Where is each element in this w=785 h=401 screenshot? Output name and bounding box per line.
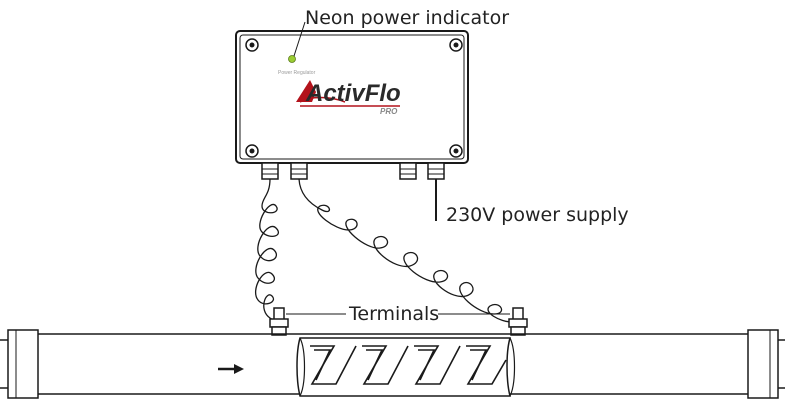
box-caption: Power Regulator — [278, 70, 316, 76]
screw-icon — [449, 144, 463, 158]
label-power-supply: 230V power supply — [446, 204, 629, 226]
screw-icon — [245, 144, 259, 158]
label-neon-indicator: Neon power indicator — [305, 7, 509, 29]
cable-gland-icon — [399, 162, 417, 180]
brand-sub: PRO — [380, 107, 398, 116]
cable-gland-icon — [290, 162, 308, 180]
cable-gland-icon — [261, 162, 279, 180]
arrow-right-icon — [218, 364, 244, 374]
activflo-logo: ActivFlo PRO — [296, 80, 401, 116]
screw-icon — [449, 38, 463, 52]
terminal-icon — [508, 307, 528, 336]
neon-indicator-light — [288, 55, 296, 63]
terminal-icon — [269, 307, 289, 336]
coiled-cable-left — [255, 178, 279, 323]
pipe-cutaway — [296, 337, 516, 397]
brand-name: ActivFlo — [305, 80, 401, 107]
callout-line-neon — [293, 21, 306, 57]
spiral-field — [310, 345, 507, 385]
screw-icon — [245, 38, 259, 52]
power-regulator-box: Power Regulator ActivFlo PRO — [235, 30, 469, 164]
pipe — [0, 329, 785, 399]
cable-gland-icon — [427, 162, 445, 180]
coiled-cable-right — [298, 178, 513, 323]
label-terminals: Terminals — [348, 303, 439, 325]
